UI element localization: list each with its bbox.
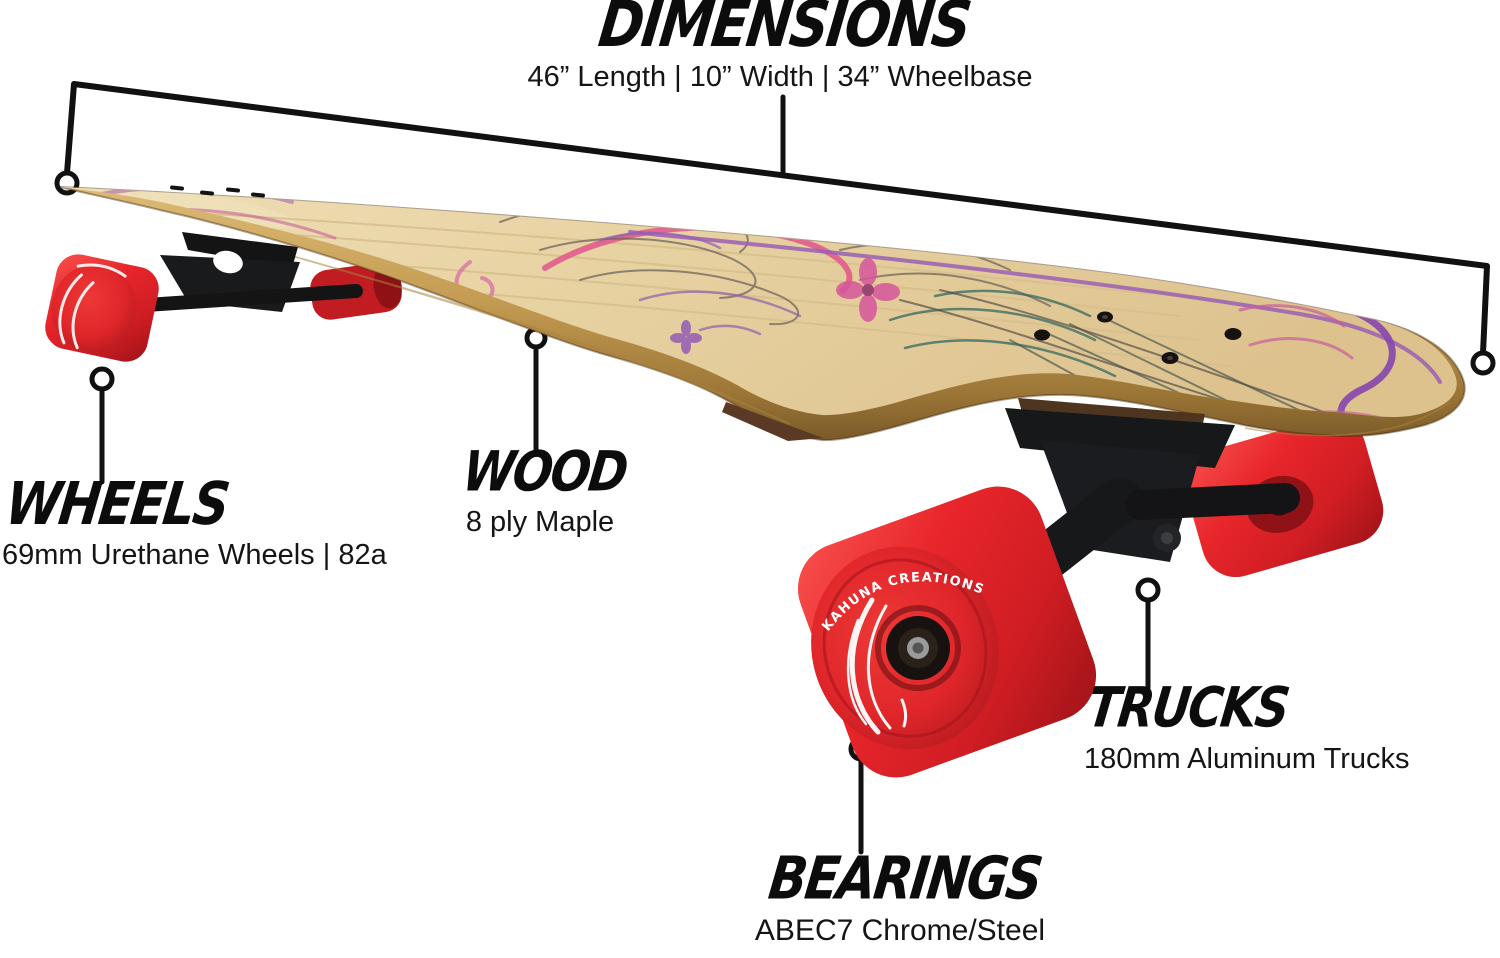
dimension-dot-right [1470, 350, 1496, 376]
wood-title: WOOD [458, 439, 630, 505]
small-flower [670, 320, 702, 354]
dimensions-callout: DIMENSIONS 46” Length | 10” Width | 34” … [420, 0, 1140, 94]
hibiscus-flower [836, 258, 900, 322]
trucks-subtitle: 180mm Aluminum Trucks [1084, 743, 1410, 775]
dimensions-title: DIMENSIONS [594, 0, 974, 62]
deck [59, 185, 1466, 442]
dimensions-subtitle: 46” Length | 10” Width | 34” Wheelbase [527, 61, 1033, 93]
wheels-leader [89, 366, 115, 485]
wheels-subtitle: 69mm Urethane Wheels | 82a [2, 539, 387, 571]
rear-wheel: KAHUNA CREATIONS [797, 486, 1097, 778]
deck-underside [722, 402, 823, 441]
bearing [875, 605, 961, 691]
wheels-title: WHEELS [2, 469, 232, 538]
trucks-callout: TRUCKS 180mm Aluminum Trucks [1084, 676, 1494, 776]
front-wheel [45, 254, 159, 362]
truck-cutout [213, 250, 243, 274]
front-wheel-graphic [58, 263, 127, 350]
deck-screws [170, 185, 1242, 364]
trucks-leader [1135, 577, 1161, 691]
trucks-title: TRUCKS [1084, 675, 1292, 741]
wood-subtitle: 8 ply Maple [465, 506, 615, 538]
rear-wheel-graphic [846, 597, 908, 735]
dimension-bracket [54, 81, 1496, 376]
wheels-callout: WHEELS 69mm Urethane Wheels | 82a [2, 470, 432, 572]
wood-leader [524, 326, 548, 455]
bearings-title: BEARINGS [764, 844, 1045, 913]
bearings-callout: BEARINGS ABEC7 Chrome/Steel [705, 844, 1095, 948]
skateboard: KAHUNA CREATIONS [45, 185, 1466, 778]
wood-callout: WOOD 8 ply Maple [415, 440, 665, 539]
bearings-subtitle: ABEC7 Chrome/Steel [754, 914, 1046, 947]
